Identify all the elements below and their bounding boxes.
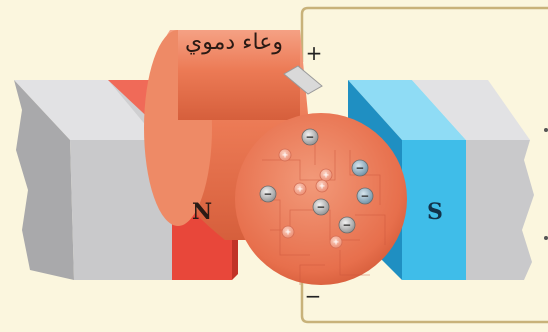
vessel-label: وعاء دموي [185, 30, 283, 55]
particle-sign: + [297, 185, 304, 194]
positive-terminal-label: + [306, 41, 323, 65]
particle-sign: − [361, 191, 370, 203]
particle-sign: + [319, 182, 326, 191]
particle-sign: − [306, 132, 315, 144]
top-electrode [283, 65, 323, 95]
negative-particle [351, 159, 369, 177]
south-pole-face [402, 140, 466, 280]
positive-particle [293, 182, 307, 196]
negative-particle [312, 198, 330, 216]
negative-particle [259, 185, 277, 203]
wire-dot-lower [544, 236, 548, 240]
particle-sign: + [333, 238, 340, 247]
negative-particle [356, 187, 374, 205]
negative-terminal-label: − [305, 284, 322, 308]
particle-group: −++−+−−−−+++ [259, 128, 374, 249]
particle-sign: + [323, 171, 330, 180]
wire-dot-upper [544, 128, 548, 132]
particle-sign: − [356, 163, 365, 175]
particle-sign: − [343, 220, 352, 232]
north-pole-label: N [192, 199, 212, 225]
south-pole-label: S [427, 199, 443, 225]
negative-particle [338, 216, 356, 234]
wire-loop [300, 6, 548, 324]
particle-sign: − [264, 189, 273, 201]
positive-particle [278, 148, 292, 162]
positive-particle [319, 168, 333, 182]
south-pole-top [348, 80, 466, 140]
negative-particle [301, 128, 319, 146]
positive-particle [329, 235, 343, 249]
positive-particle [281, 225, 295, 239]
particle-sign: + [282, 151, 289, 160]
particle-sign: − [317, 202, 326, 214]
north-magnet [14, 80, 238, 280]
positive-particle [315, 179, 329, 193]
particle-sign: + [285, 228, 292, 237]
